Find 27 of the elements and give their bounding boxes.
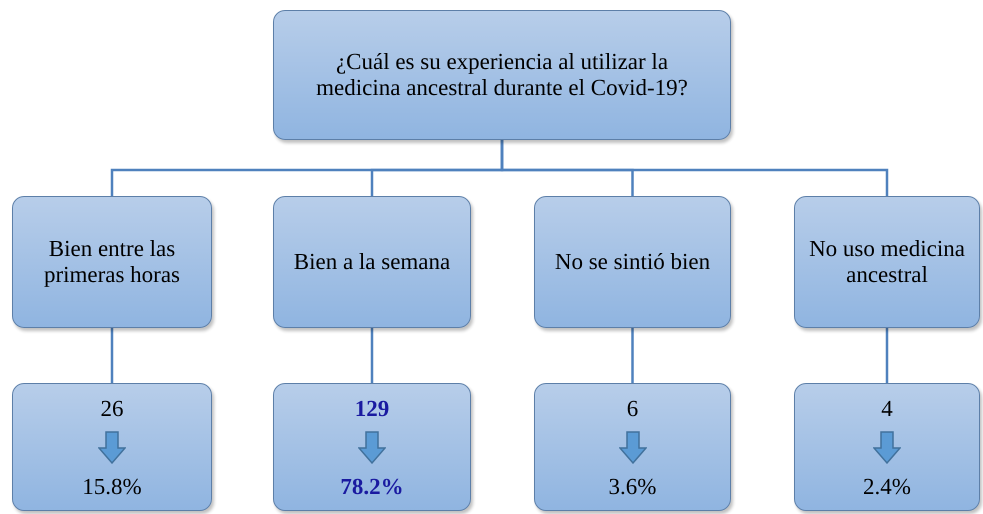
count-text: 4 xyxy=(881,396,893,422)
result-box xyxy=(273,383,471,511)
node-text: Bien a la semana xyxy=(294,248,450,276)
percentage-text: 15.8% xyxy=(82,474,142,500)
percentage-text: 2.4% xyxy=(863,474,911,500)
result-box xyxy=(12,383,212,511)
connector-line xyxy=(500,140,888,196)
count-text: 129 xyxy=(354,396,390,422)
node-text: Bien entre las primeras horas xyxy=(42,236,182,288)
node-text: No se sintió bien xyxy=(554,248,710,276)
result-box xyxy=(794,383,980,511)
count-text: 26 xyxy=(100,396,124,422)
percentage-text: 3.6% xyxy=(608,474,656,500)
connector-line xyxy=(110,328,114,383)
answer-box xyxy=(273,196,471,328)
count-text: 6 xyxy=(626,396,638,422)
node-text: No uso medicina ancestral xyxy=(808,236,966,288)
connector-line xyxy=(631,328,634,383)
percentage-text: 78.2% xyxy=(340,474,404,500)
answer-box xyxy=(534,196,731,328)
node-text: ¿Cuál es su experiencia al utilizar la medicina ancestral durante el Covid-19? xyxy=(315,48,689,102)
question-box xyxy=(273,10,731,140)
result-box xyxy=(534,383,731,511)
connector-line xyxy=(370,328,374,383)
answer-box xyxy=(12,196,212,328)
connector-line xyxy=(886,328,888,383)
answer-box xyxy=(794,196,980,328)
